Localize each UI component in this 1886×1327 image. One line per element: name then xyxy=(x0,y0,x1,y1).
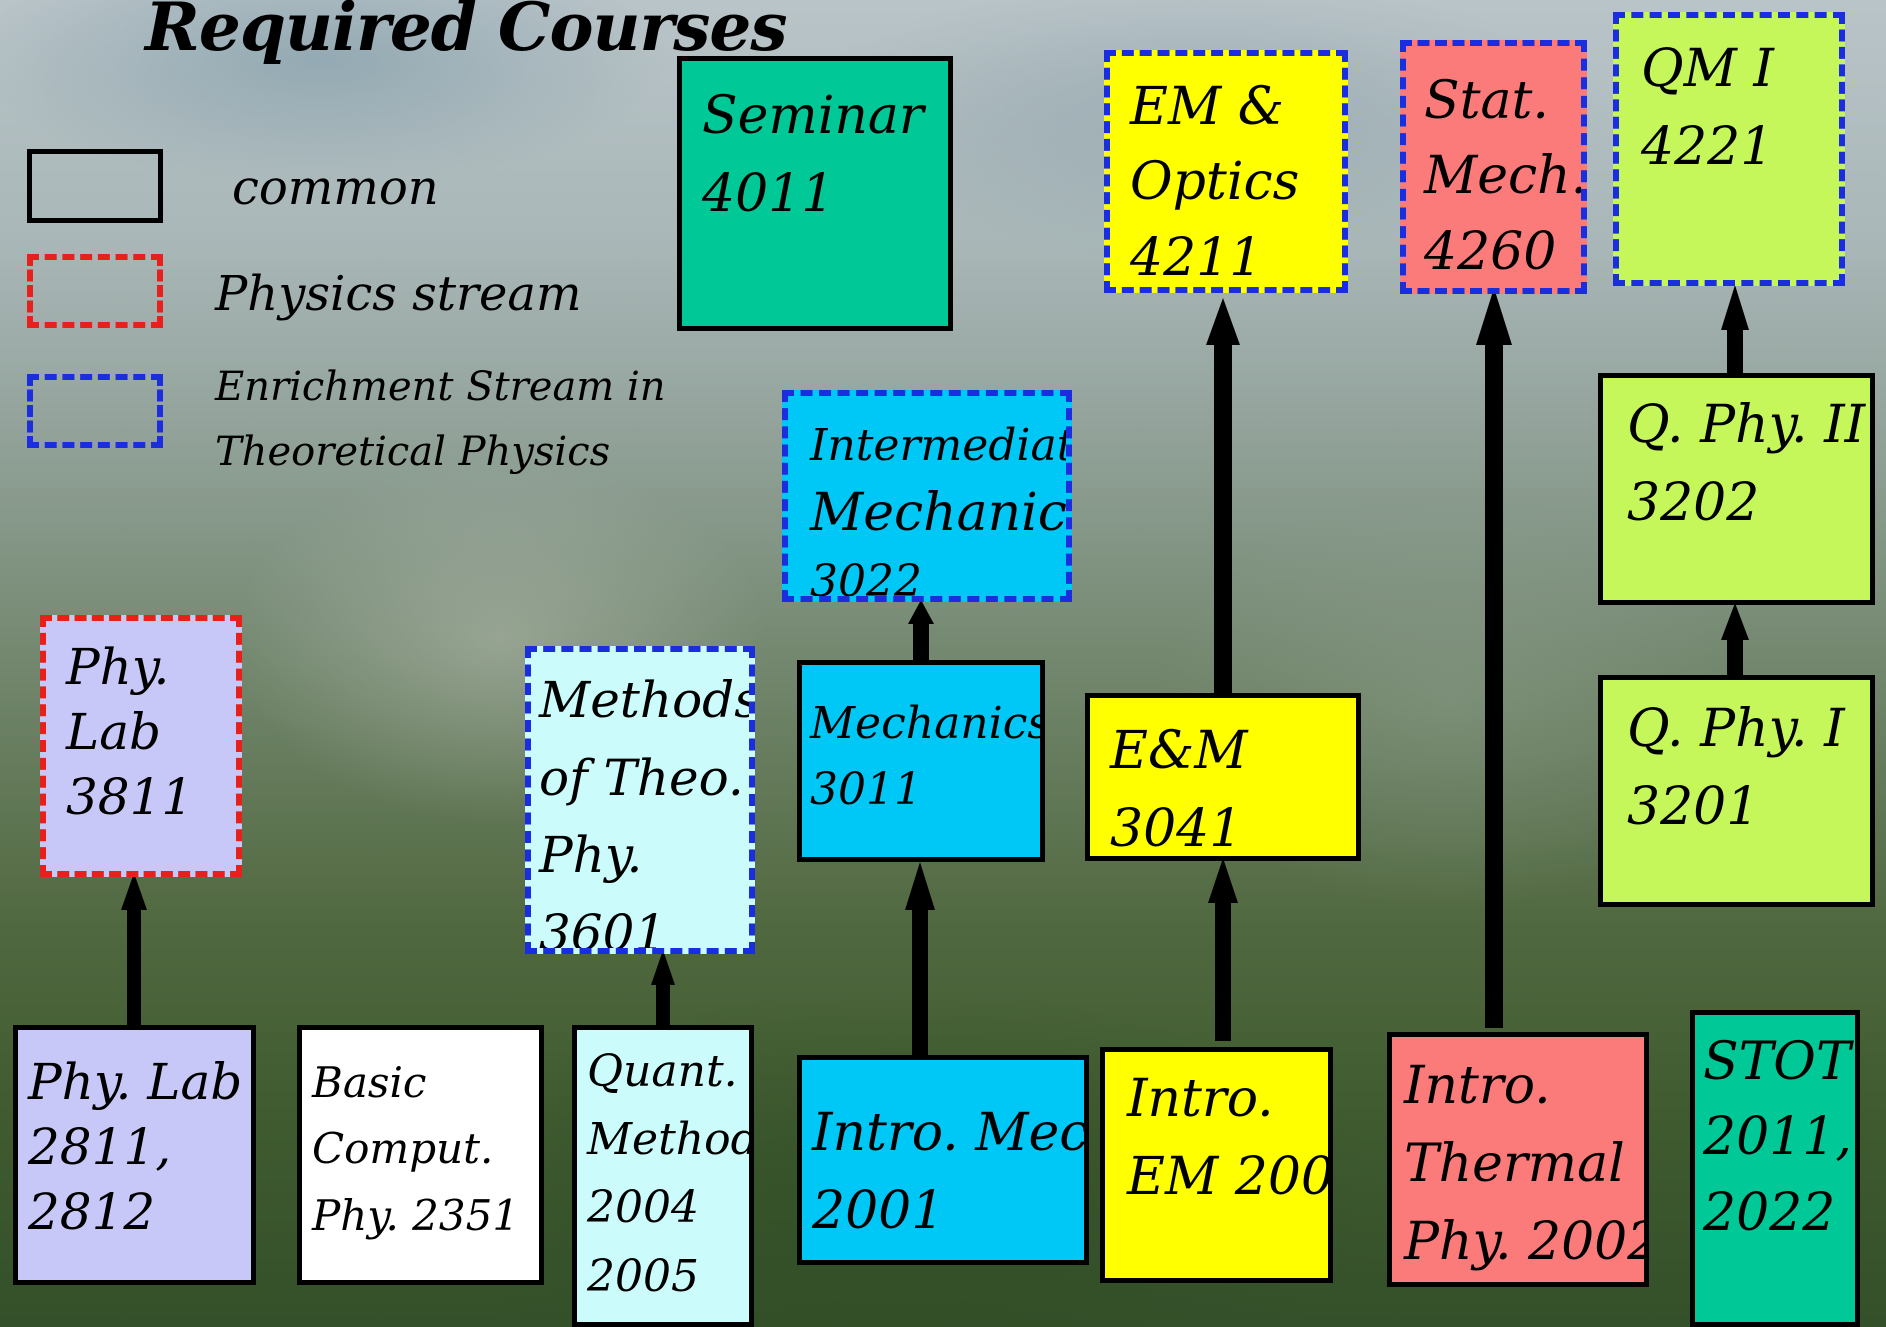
arrowhead xyxy=(1721,603,1749,640)
course-box-em-3041: E&M 3041 xyxy=(1085,693,1361,861)
arrowhead xyxy=(121,873,147,910)
arrowhead xyxy=(1721,285,1749,330)
arrow-shaft xyxy=(1215,898,1231,1041)
arrow-shaft xyxy=(1214,340,1232,694)
arrowhead xyxy=(1206,298,1240,345)
legend-common-swatch xyxy=(27,149,163,223)
arrow-shaft xyxy=(912,905,928,1058)
arrow-shaft xyxy=(656,980,670,1027)
legend-physics-label: Physics stream xyxy=(215,266,582,322)
course-box-basic-comput: Basic Comput. Phy. 2351 xyxy=(297,1025,544,1285)
legend-enrichment-swatch xyxy=(27,374,163,448)
course-box-qm-1: QM I 4221 xyxy=(1613,12,1845,286)
arrowhead xyxy=(905,862,935,910)
legend-enrichment-line2: Theoretical Physics xyxy=(215,429,611,475)
course-box-phy-lab-2811: Phy. Lab 2811, 2812 xyxy=(13,1025,256,1285)
diagram-title: Required Courses xyxy=(145,0,788,66)
course-box-intro-em: Intro. EM 2003 xyxy=(1100,1047,1333,1283)
course-box-q-phy-1: Q. Phy. I 3201 xyxy=(1598,675,1875,907)
course-box-intro-mech: Intro. Mech. 2001 xyxy=(797,1055,1089,1265)
arrowhead xyxy=(651,950,675,985)
legend-physics-swatch xyxy=(27,254,163,328)
arrowhead xyxy=(908,600,934,624)
course-box-quant-methods: Quant. Methods 2004 2005 xyxy=(572,1025,754,1327)
legend-common-label: common xyxy=(232,160,439,216)
course-box-q-phy-2: Q. Phy. II 3202 xyxy=(1598,373,1875,605)
course-box-seminar: Seminar 4011 xyxy=(677,56,953,331)
course-box-em-optics: EM & Optics 4211 xyxy=(1104,50,1348,293)
course-box-intermediate-mechanics: Intermediate Mechanics 3022 xyxy=(782,390,1072,602)
course-box-mechanics-3011: Mechanics 3011 xyxy=(797,660,1045,862)
arrow-shaft xyxy=(913,620,929,663)
arrowhead xyxy=(1208,858,1238,903)
arrow-shaft xyxy=(1485,340,1503,1028)
course-box-phy-lab-3811: Phy. Lab 3811 xyxy=(40,615,242,877)
course-box-stat-mech: Stat. Mech. 4260 xyxy=(1400,40,1587,294)
arrowhead xyxy=(1476,288,1512,345)
course-box-stot: STOT 2011, 2022 xyxy=(1690,1010,1860,1327)
course-box-intro-thermal: Intro. Thermal Phy. 2002 xyxy=(1387,1032,1649,1287)
arrow-shaft xyxy=(1727,325,1743,375)
course-box-methods-theo-phy: Methods of Theo. Phy. 3601 xyxy=(525,646,755,954)
arrow-shaft xyxy=(127,905,141,1025)
arrow-shaft xyxy=(1727,635,1743,677)
legend-enrichment-line1: Enrichment Stream in xyxy=(215,364,666,410)
